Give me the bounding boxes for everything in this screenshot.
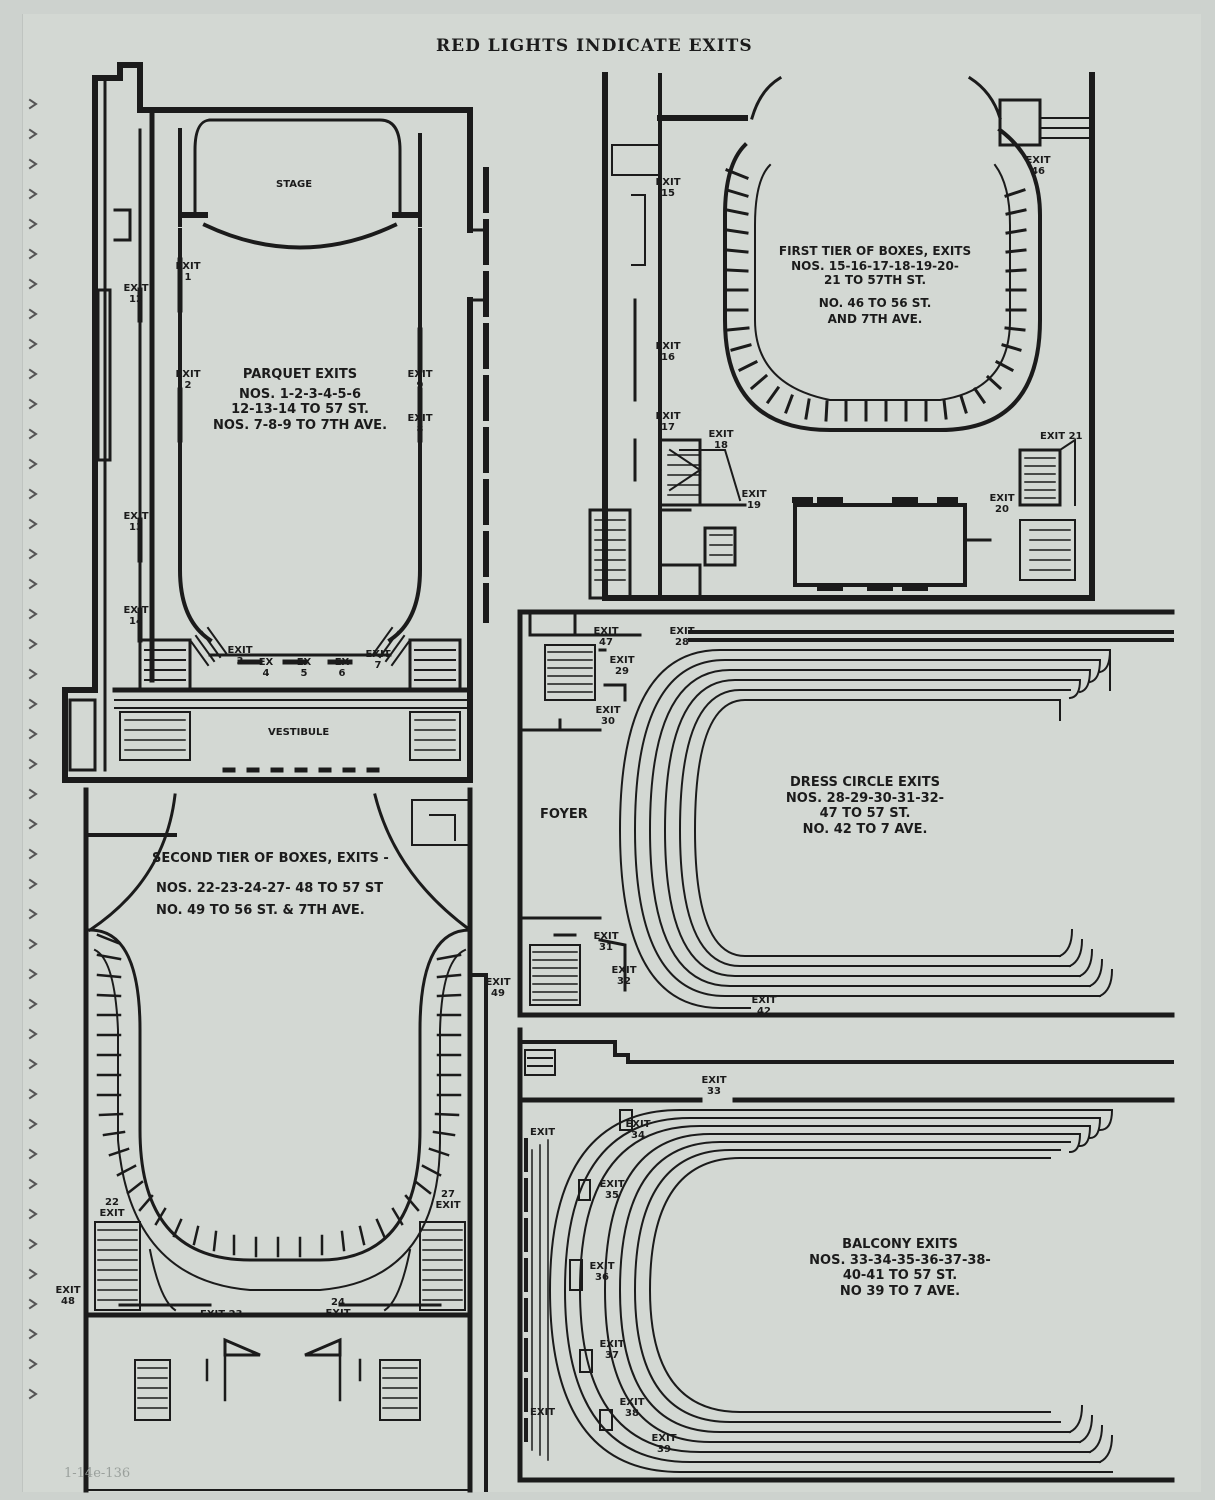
exit-28-label: EXIT 28	[669, 626, 695, 648]
foyer-label: FOYER	[540, 807, 588, 822]
exit-37-label: EXIT 37	[599, 1339, 625, 1361]
exit-42-label: EXIT 42	[751, 995, 777, 1017]
exit-7-label: EXIT 7	[365, 649, 391, 671]
exit-34-label: EXIT 34	[625, 1119, 651, 1141]
exit-35-label: EXIT 35	[599, 1179, 625, 1201]
exit-5-label: EX 5	[296, 657, 312, 679]
exit-38-label: EXIT 38	[619, 1397, 645, 1419]
exit-9-label: EXIT 9	[407, 369, 433, 391]
header-title: RED LIGHTS INDICATE EXITS	[436, 36, 753, 56]
exit-13-label: EXIT 13	[123, 511, 149, 533]
balcony-exit-left-top: EXIT	[530, 1127, 556, 1138]
balcony-exit-left-bottom: EXIT	[530, 1407, 556, 1418]
exit-19-label: EXIT 19	[741, 489, 767, 511]
pencil-note: 1-14e-136	[64, 1466, 131, 1481]
binding-marks	[28, 98, 38, 1400]
exit-33-label: EXIT 33	[701, 1075, 727, 1097]
exit-48-label: EXIT 48	[55, 1285, 81, 1307]
exit-17-label: EXIT 17	[655, 411, 681, 433]
exit-4-label: EX 4	[258, 657, 274, 679]
stage-label: STAGE	[276, 179, 313, 190]
second-tier-line-2: NO. 49 TO 56 ST. & 7TH AVE.	[156, 903, 365, 918]
first-tier-title: FIRST TIER OF BOXES, EXITS NOS. 15-16-17…	[775, 245, 975, 326]
exit-22-label: 22 EXIT	[99, 1197, 125, 1219]
first-tier-line-3: NO. 46 TO 56 ST.	[818, 295, 932, 310]
exit-2-label: EXIT 2	[175, 369, 201, 391]
dress-circle-title-text: DRESS CIRCLE EXITS	[790, 775, 940, 790]
parquet-title-text: PARQUET EXITS	[242, 367, 358, 382]
first-tier-box-partitions	[725, 168, 1027, 422]
exit-29-label: EXIT 29	[609, 655, 635, 677]
first-tier-title-text: FIRST TIER OF BOXES, EXITS	[778, 244, 972, 258]
vestibule-label: VESTIBULE	[268, 727, 330, 738]
dress-circle-rows	[618, 648, 1114, 1009]
exit-15-label: EXIT 15	[655, 177, 681, 199]
exit-24-label: 24 EXIT	[325, 1297, 351, 1319]
exit-23-label: EXIT 23	[200, 1309, 243, 1320]
second-tier-plan	[83, 787, 488, 1493]
dress-circle-line-3: NO. 42 TO 7 AVE.	[802, 821, 928, 837]
dress-circle-line-1: NOS. 28-29-30-31-32-	[785, 790, 945, 806]
dress-circle-title: DRESS CIRCLE EXITS NOS. 28-29-30-31-32- …	[755, 776, 975, 837]
exit-21-label: EXIT 21	[1040, 431, 1083, 442]
parquet-line-1: NOS. 1-2-3-4-5-6	[238, 386, 361, 402]
exit-1-label: EXIT 1	[175, 261, 201, 283]
exit-32-label: EXIT 32	[611, 965, 637, 987]
exit-8-label: EXIT 8	[407, 413, 433, 435]
exit-27-label: 27 EXIT	[435, 1189, 461, 1211]
exit-3-label: EXIT 3	[227, 645, 253, 667]
balcony-title-text: BALCONY EXITS	[842, 1237, 958, 1252]
balcony-plan	[517, 1027, 1175, 1483]
balcony-line-2: 40-41 TO 57 ST.	[842, 1268, 958, 1284]
balcony-line-3: NO 39 TO 7 AVE.	[839, 1283, 961, 1299]
first-tier-line-2: 21 TO 57TH ST.	[823, 273, 927, 288]
exit-47-label: EXIT 47	[593, 626, 619, 648]
exit-31-label: EXIT 31	[593, 931, 619, 953]
second-tier-title: SECOND TIER OF BOXES, EXITS -	[152, 851, 389, 866]
dress-circle-plan	[517, 609, 1175, 1018]
exit-16-label: EXIT 16	[655, 341, 681, 363]
first-tier-line-4: AND 7TH AVE.	[827, 312, 923, 327]
exit-12-label: EXIT 12	[123, 283, 149, 305]
exit-14-label: EXIT 14	[123, 605, 149, 627]
exit-39-label: EXIT 39	[651, 1433, 677, 1455]
first-tier-plan	[588, 72, 1095, 601]
exit-46-label: EXIT 46	[1025, 155, 1051, 177]
parquet-line-3: NOS. 7-8-9 TO 7TH AVE.	[212, 417, 388, 433]
second-tier-line-1: NOS. 22-23-24-27- 48 TO 57 ST	[156, 881, 384, 896]
parquet-plan	[62, 62, 489, 783]
dress-circle-line-2: 47 TO 57 ST.	[819, 806, 911, 822]
exit-36-label: EXIT 36	[589, 1261, 615, 1283]
parquet-line-2: 12-13-14 TO 57 ST.	[231, 402, 369, 418]
first-tier-line-1: NOS. 15-16-17-18-19-20-	[791, 258, 959, 273]
exit-20-label: EXIT 20	[989, 493, 1015, 515]
exit-6-label: EX 6	[334, 657, 350, 679]
second-tier-box-partitions	[96, 933, 462, 1258]
balcony-title: BALCONY EXITS NOS. 33-34-35-36-37-38- 40…	[770, 1238, 1030, 1299]
exit-30-label: EXIT 30	[595, 705, 621, 727]
exit-49-label: EXIT 49	[485, 977, 511, 999]
parquet-title: PARQUET EXITS NOS. 1-2-3-4-5-6 12-13-14 …	[200, 368, 400, 433]
paper-sheet	[22, 14, 1201, 1492]
exit-18-label: EXIT 18	[708, 429, 734, 451]
balcony-line-1: NOS. 33-34-35-36-37-38-	[809, 1252, 991, 1268]
